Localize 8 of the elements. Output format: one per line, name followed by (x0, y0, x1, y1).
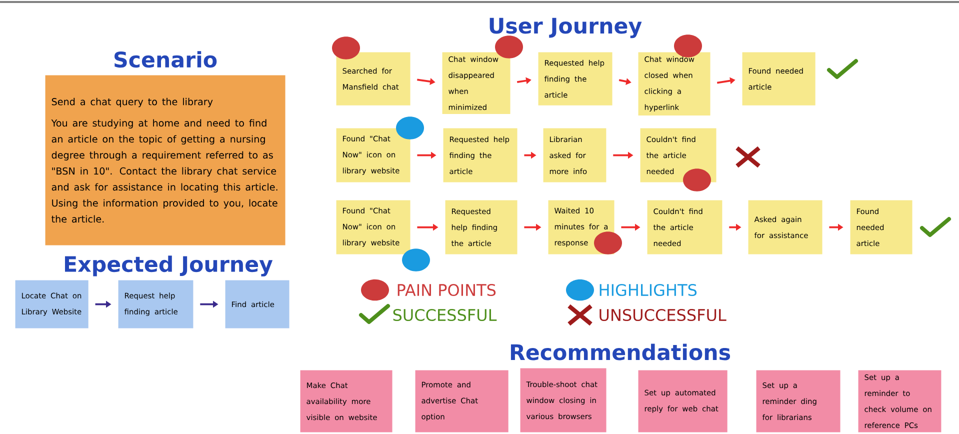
title: User Journey (490, 18, 642, 38)
section-heading: Recommendations (510, 344, 730, 360)
legend-label: PAIN POINTS (398, 284, 496, 296)
legend-label: SUCCESSFUL (393, 308, 497, 322)
legend-label: UNSUCCESSFUL (600, 308, 726, 322)
scenario-note: Send a chat query to the library You are studying at home and need to find an article on the topic of getting a nursing degree through a requirement referred to as "BSN in 10". Contact the library chat service and ask for assistance in locating this article. Using the information provided to you, locate the article. Scenario (45, 51, 286, 246)
section-heading: Expected Journey (65, 256, 273, 276)
legend-label: HIGHLIGHTS (600, 284, 697, 296)
